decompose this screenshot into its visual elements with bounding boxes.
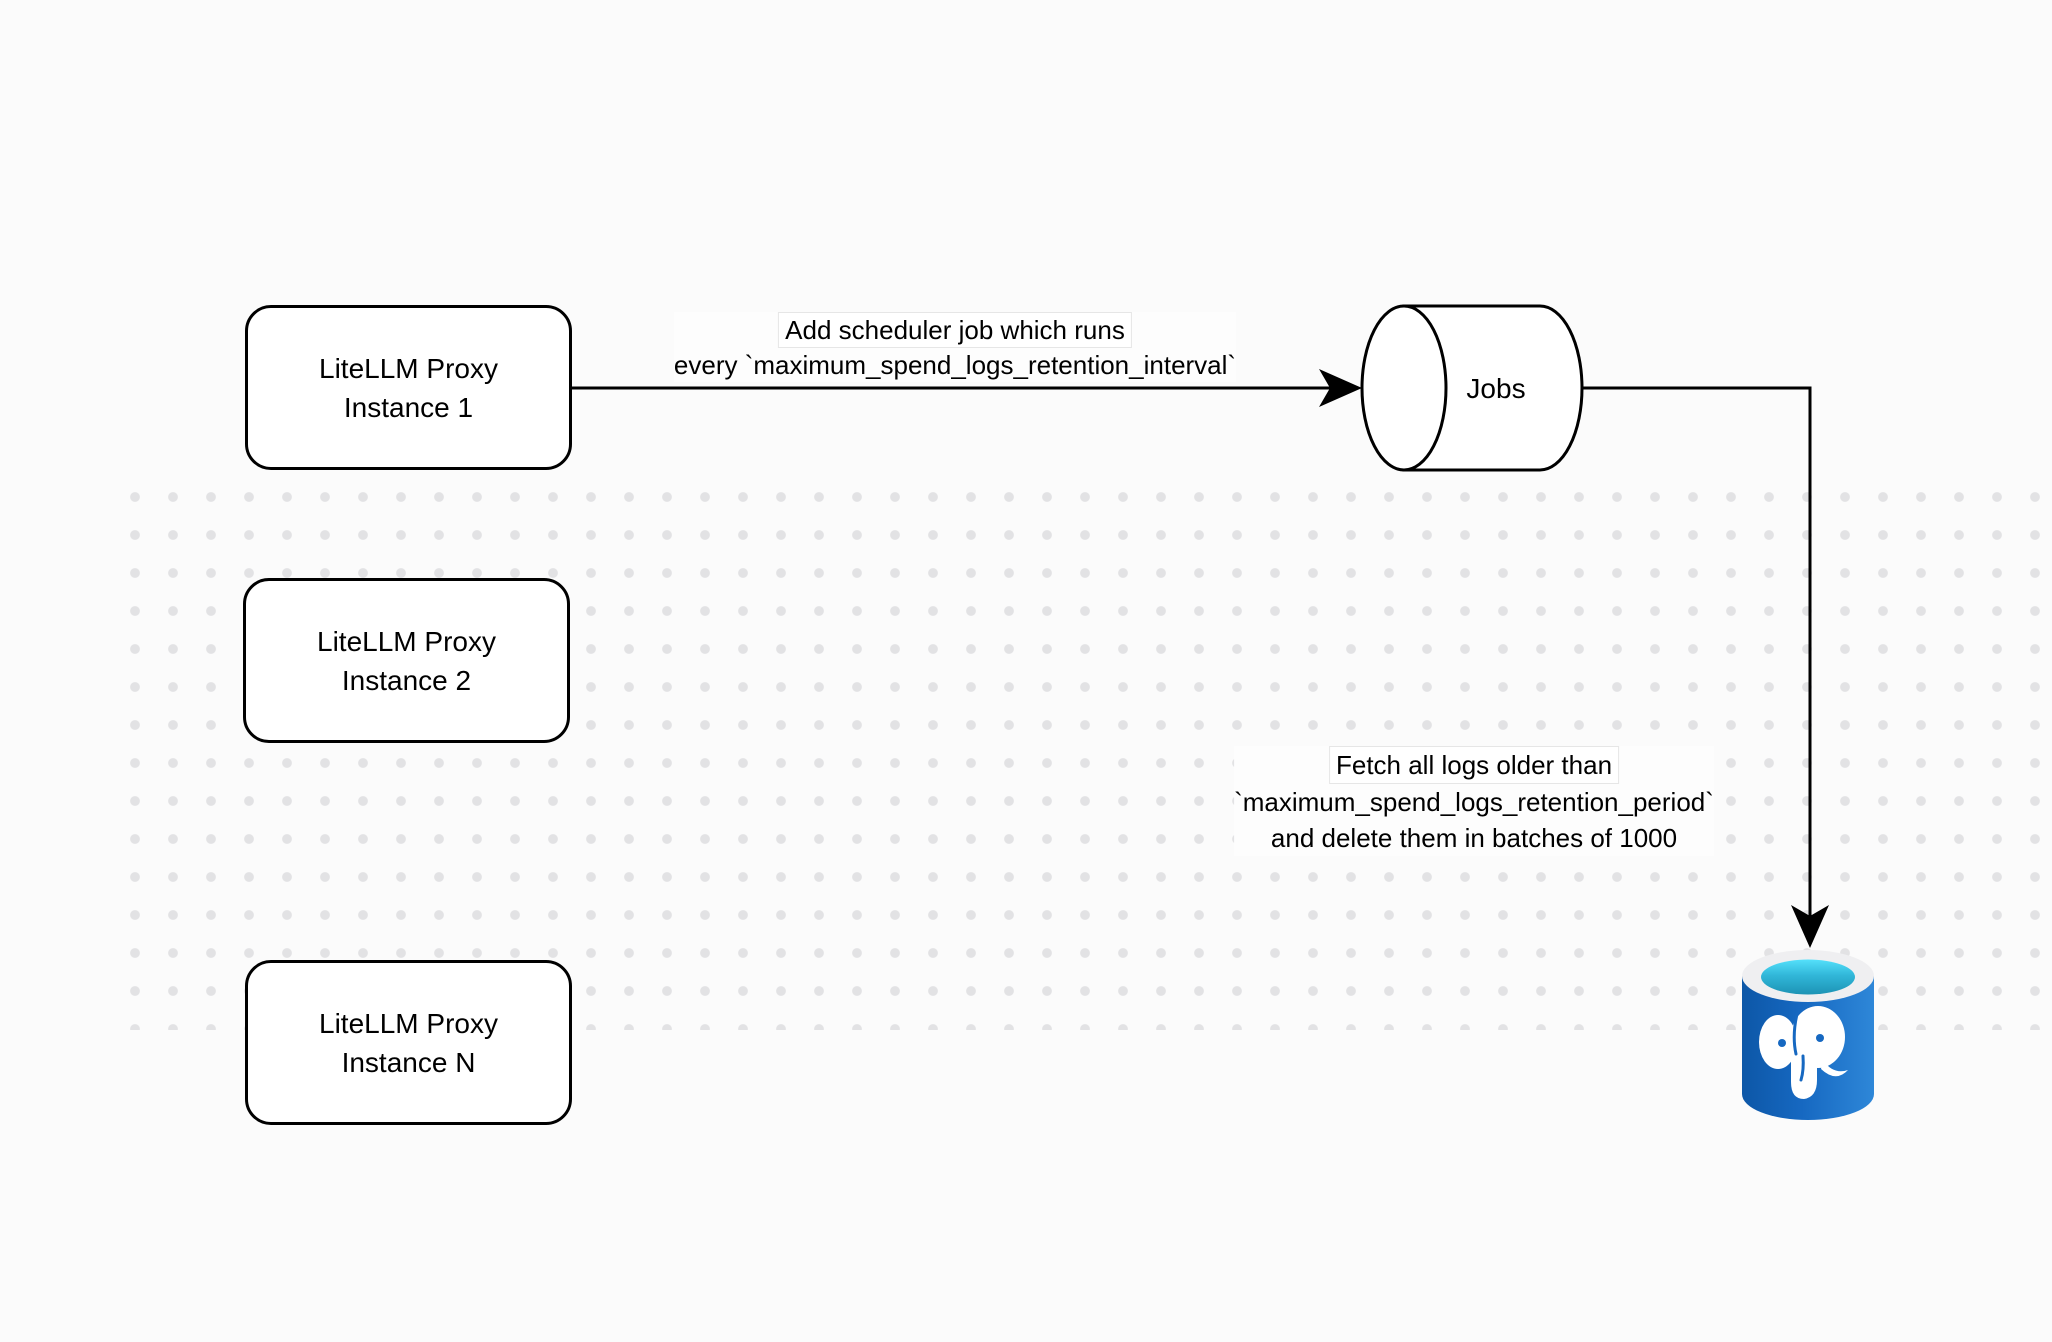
edge-label-add-scheduler-job: Add scheduler job which runs every `maxi… xyxy=(673,312,1237,382)
edge-add-scheduler-job xyxy=(572,369,1362,407)
edge-label-line2: every `maximum_spend_logs_retention_inte… xyxy=(673,350,1237,380)
dot-grid-background xyxy=(116,478,2052,1030)
node-label-line2: Instance 1 xyxy=(343,391,474,423)
node-label-line1: LiteLLM Proxy xyxy=(319,352,498,384)
node-label-line2: Instance 2 xyxy=(341,664,472,696)
postgresql-database-icon xyxy=(1742,950,1874,1120)
edge-label-line1: Fetch all logs older than xyxy=(1328,746,1620,784)
arrowhead-icon xyxy=(1319,369,1362,407)
arrowhead-icon xyxy=(1791,905,1829,948)
edge-label-line1: Add scheduler job which runs xyxy=(778,312,1132,348)
node-label-line2: Instance N xyxy=(341,1046,476,1078)
edge-label-line3: and delete them in batches of 1000 xyxy=(1270,823,1678,853)
postgresql-elephant-glyph xyxy=(1759,1006,1848,1099)
node-label-line1: LiteLLM Proxy xyxy=(319,1007,498,1039)
edge-label-line2: `maximum_spend_logs_retention_period` xyxy=(1234,787,1714,817)
edge-label-fetch-delete-logs: Fetch all logs older than `maximum_spend… xyxy=(1234,746,1714,856)
node-litellm-proxy-instance-n: LiteLLM Proxy Instance N xyxy=(245,960,572,1125)
node-label-line1: LiteLLM Proxy xyxy=(317,625,496,657)
node-litellm-proxy-instance-1: LiteLLM Proxy Instance 1 xyxy=(245,305,572,470)
edge-fetch-delete-logs xyxy=(1582,386,1829,948)
jobs-queue-label: Jobs xyxy=(1466,373,1526,404)
node-litellm-proxy-instance-2: LiteLLM Proxy Instance 2 xyxy=(243,578,570,743)
jobs-queue-cylinder xyxy=(1360,304,1584,472)
